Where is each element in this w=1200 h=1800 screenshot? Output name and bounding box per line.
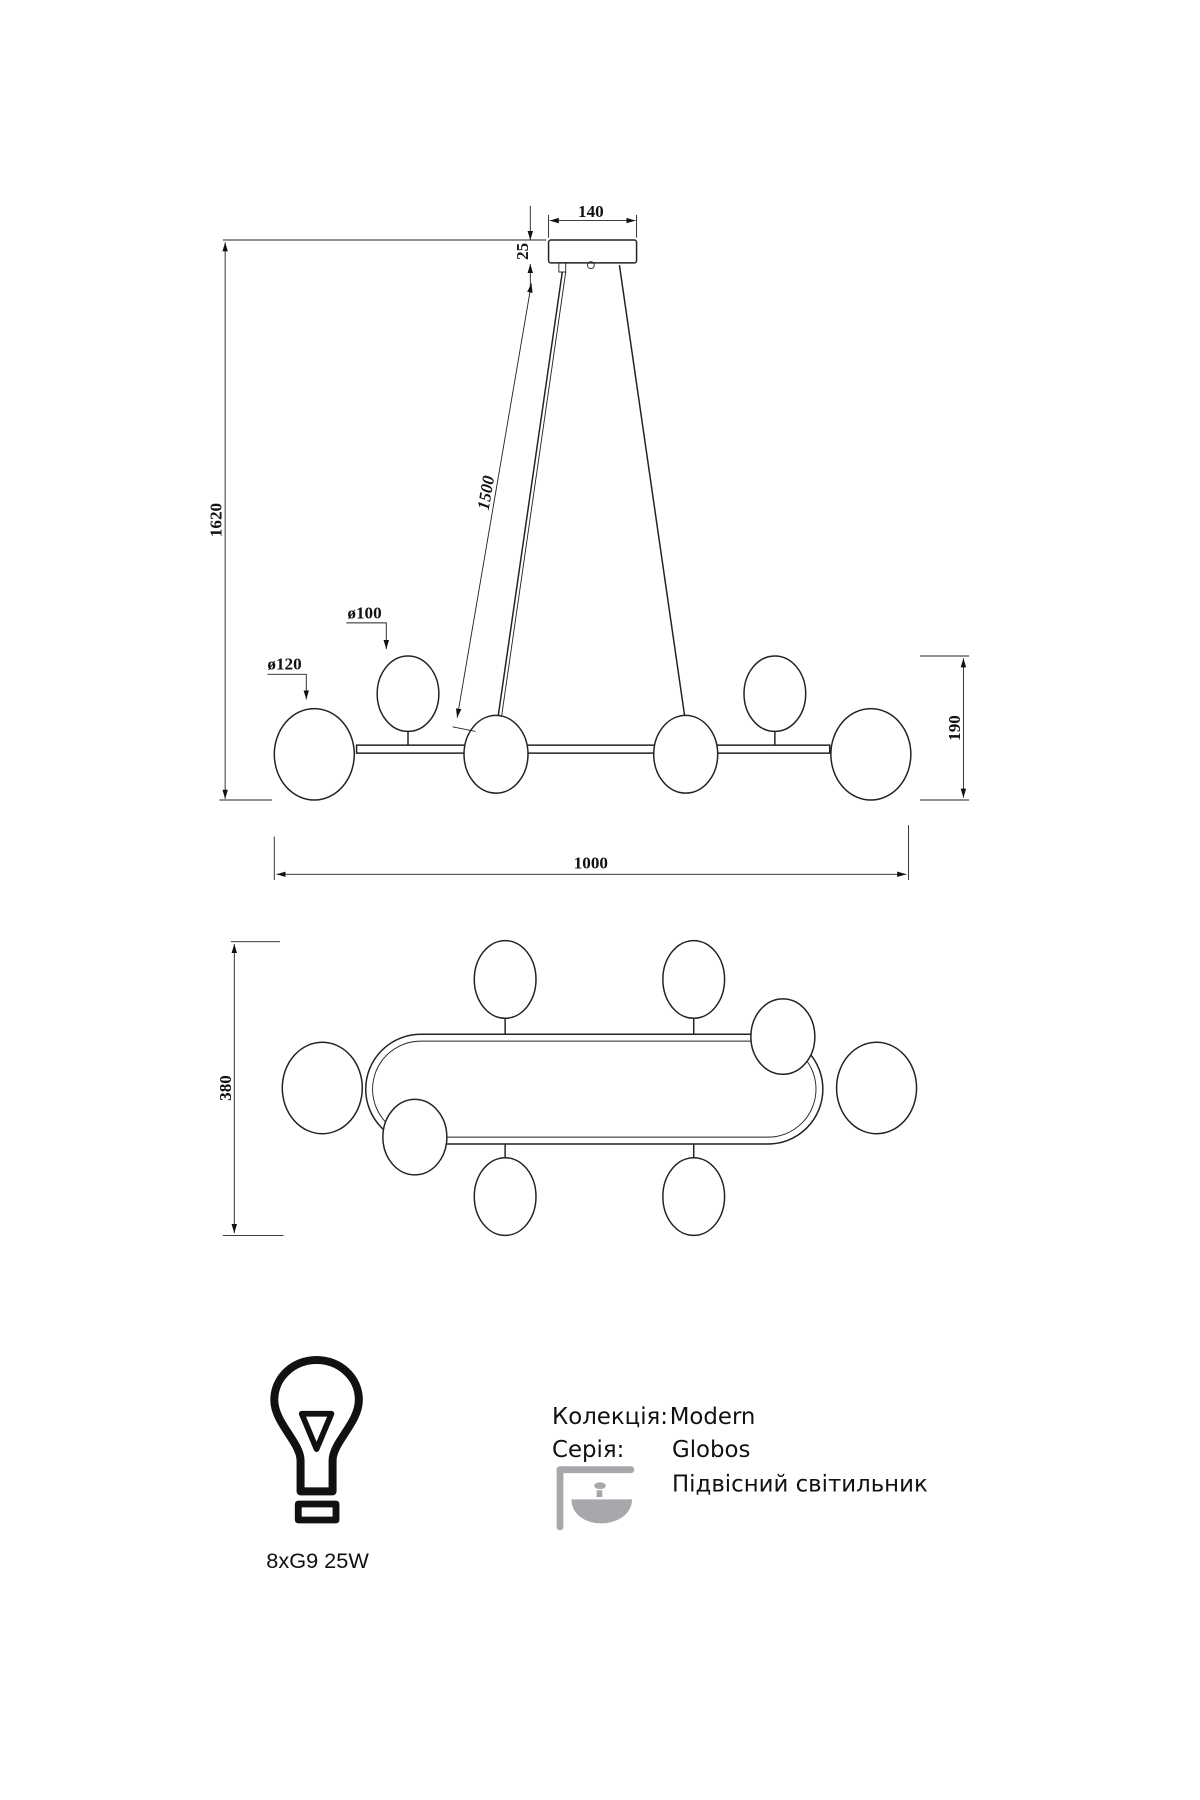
cable-right (618, 265, 686, 716)
dim-globe-small: ø100 (347, 603, 381, 622)
globe (835, 1041, 918, 1135)
dim-canopy-height: 25 (513, 243, 532, 260)
globe (473, 1156, 537, 1237)
canopy (547, 239, 638, 264)
bulb-icon (270, 1356, 363, 1524)
globe (743, 655, 807, 733)
racetrack-frame (364, 1033, 824, 1145)
globe (376, 655, 440, 733)
globe (281, 1041, 364, 1135)
dim-total-width: 1000 (574, 854, 608, 873)
globe (273, 707, 356, 801)
dim-canopy-width: 140 (578, 202, 604, 221)
collection-value: Modern (670, 1404, 756, 1430)
globe (662, 939, 726, 1020)
dim-cable-length: 1500 (474, 474, 499, 511)
rod (355, 744, 831, 754)
dim-globe-large: ø120 (267, 655, 301, 674)
globe (463, 714, 529, 794)
dim-total-height: 1620 (207, 503, 226, 537)
type-value: Підвісний світильник (672, 1471, 928, 1497)
series-value: Globos (672, 1437, 750, 1463)
dim-body-height: 190 (945, 715, 964, 741)
globe (473, 939, 537, 1020)
dim-depth: 380 (216, 1075, 235, 1101)
globe (750, 998, 816, 1076)
pendant-lamp-icon (556, 1466, 635, 1531)
globe (830, 707, 912, 801)
globe (652, 714, 719, 794)
lamp-spec: 8xG9 25W (266, 1548, 369, 1573)
side-view (273, 239, 912, 801)
top-view (281, 939, 918, 1237)
series-label: Серія: (552, 1437, 624, 1463)
cable-left (497, 271, 564, 716)
collection-label: Колекція: (552, 1404, 668, 1430)
dimension-lines (219, 205, 970, 1236)
globe (382, 1098, 448, 1176)
globe (662, 1156, 726, 1237)
